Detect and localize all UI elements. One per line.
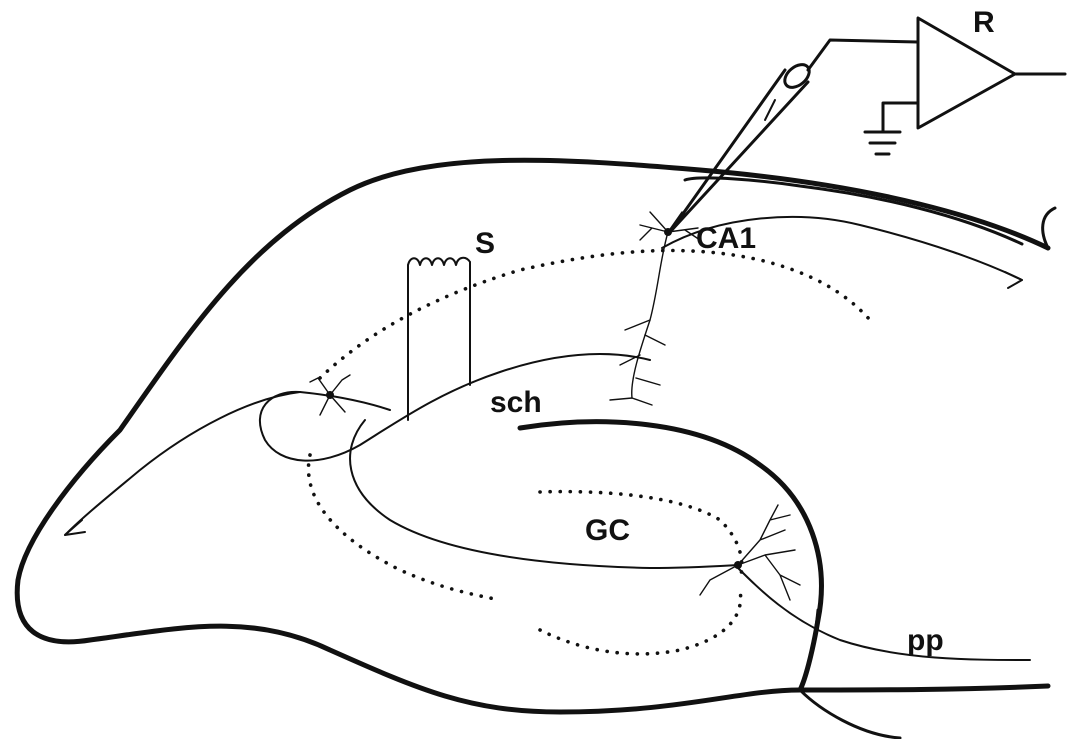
ca1-output-arrowhead bbox=[1005, 272, 1022, 288]
ca3-neuron bbox=[310, 375, 350, 415]
recording-pipette bbox=[670, 60, 814, 232]
label-recording-amplifier: R bbox=[973, 6, 995, 39]
label-perforant-path: pp bbox=[907, 624, 944, 657]
dentate-gyrus-outline bbox=[520, 422, 821, 690]
label-ca1: CA1 bbox=[696, 222, 756, 255]
perforant-path bbox=[735, 565, 1030, 660]
pyramidal-cell-layer-dotted bbox=[320, 251, 870, 378]
slice-outer-outline-tip bbox=[1043, 208, 1055, 248]
schaffer-collateral-pathway bbox=[260, 354, 650, 460]
stimulating-electrode bbox=[408, 258, 470, 420]
recording-amplifier bbox=[808, 18, 1065, 154]
slice-outer-outline bbox=[17, 160, 1048, 712]
hilus-curve bbox=[350, 420, 738, 568]
granule-cell bbox=[700, 505, 800, 600]
label-schaffer-collaterals: sch bbox=[490, 386, 542, 419]
ca3-axon-to-left bbox=[65, 392, 300, 535]
ca1-pyramidal-neuron bbox=[610, 212, 700, 405]
label-stimulating-electrode: S bbox=[475, 227, 495, 260]
label-granule-cells: GC bbox=[585, 514, 630, 547]
left-arrowhead bbox=[65, 520, 85, 535]
granule-cell-layer-dotted-lower bbox=[540, 590, 741, 654]
